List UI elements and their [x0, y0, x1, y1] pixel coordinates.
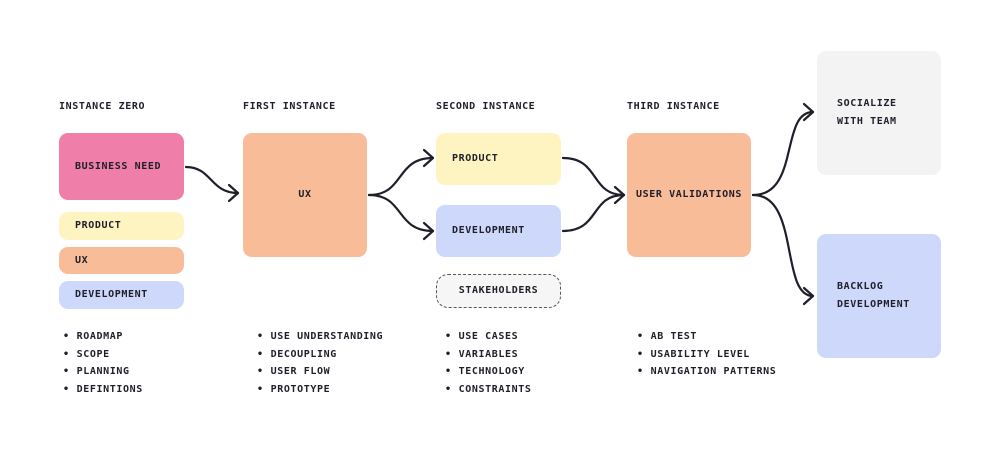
list-item: CONSTRAINTS: [445, 381, 531, 399]
development-box: DEVELOPMENT: [436, 205, 561, 257]
third-instance-bullets: AB TEST USABILITY LEVEL NAVIGATION PATTE…: [637, 328, 776, 381]
list-item: ROADMAP: [63, 328, 143, 346]
list-item: DECOUPLING: [257, 346, 383, 364]
list-item: SCOPE: [63, 346, 143, 364]
heading-third-instance: THIRD INSTANCE: [627, 101, 720, 112]
arrow-validations-to-socialize: [751, 102, 815, 197]
instance-zero-bullets: ROADMAP SCOPE PLANNING DEFINTIONS: [63, 328, 143, 398]
backlog-label: BACKLOG DEVELOPMENT: [837, 281, 910, 310]
first-instance-bullets: USE UNDERSTANDING DECOUPLING USER FLOW P…: [257, 328, 383, 398]
heading-instance-zero: INSTANCE ZERO: [59, 101, 146, 112]
ux-box-label: UX: [298, 189, 312, 200]
backlog-development-box: BACKLOG DEVELOPMENT: [817, 234, 941, 358]
arrow-business-need-to-ux: [184, 165, 240, 203]
tag-development: DEVELOPMENT: [59, 281, 184, 309]
tag-product-label: PRODUCT: [75, 220, 122, 231]
development-box-label: DEVELOPMENT: [452, 225, 525, 236]
user-validations-label: USER VALIDATIONS: [636, 189, 742, 200]
second-instance-bullets: USE CASES VARIABLES TECHNOLOGY CONSTRAIN…: [445, 328, 531, 398]
list-item: DEFINTIONS: [63, 381, 143, 399]
ux-box: UX: [243, 133, 367, 257]
list-item: USER FLOW: [257, 363, 383, 381]
list-item: AB TEST: [637, 328, 776, 346]
user-validations-box: USER VALIDATIONS: [627, 133, 751, 257]
socialize-label: SOCIALIZE WITH TEAM: [837, 98, 897, 127]
list-item: PROTOTYPE: [257, 381, 383, 399]
arrow-ux-to-product: [367, 148, 435, 197]
list-item: TECHNOLOGY: [445, 363, 531, 381]
list-item: USE UNDERSTANDING: [257, 328, 383, 346]
tag-ux: UX: [59, 247, 184, 274]
arrow-validations-to-backlog: [751, 193, 815, 306]
tag-development-label: DEVELOPMENT: [75, 289, 148, 300]
stakeholders-label: STAKEHOLDERS: [458, 285, 539, 296]
product-box-label: PRODUCT: [452, 153, 499, 164]
tag-product: PRODUCT: [59, 212, 184, 240]
arrow-ux-to-development: [367, 193, 435, 241]
list-item: USABILITY LEVEL: [637, 346, 776, 364]
heading-first-instance: FIRST INSTANCE: [243, 101, 336, 112]
socialize-with-team-box: SOCIALIZE WITH TEAM: [817, 51, 941, 175]
product-box: PRODUCT: [436, 133, 561, 185]
list-item: USE CASES: [445, 328, 531, 346]
list-item: VARIABLES: [445, 346, 531, 364]
heading-second-instance: SECOND INSTANCE: [436, 101, 536, 112]
business-need-label: BUSINESS NEED: [75, 160, 162, 172]
business-need-box: BUSINESS NEED: [59, 133, 184, 200]
tag-ux-label: UX: [75, 254, 89, 266]
list-item: NAVIGATION PATTERNS: [637, 363, 776, 381]
arrow-product-to-validations: [561, 156, 626, 197]
arrow-development-to-validations: [561, 185, 626, 233]
stakeholders-box: STAKEHOLDERS: [436, 274, 561, 308]
list-item: PLANNING: [63, 363, 143, 381]
